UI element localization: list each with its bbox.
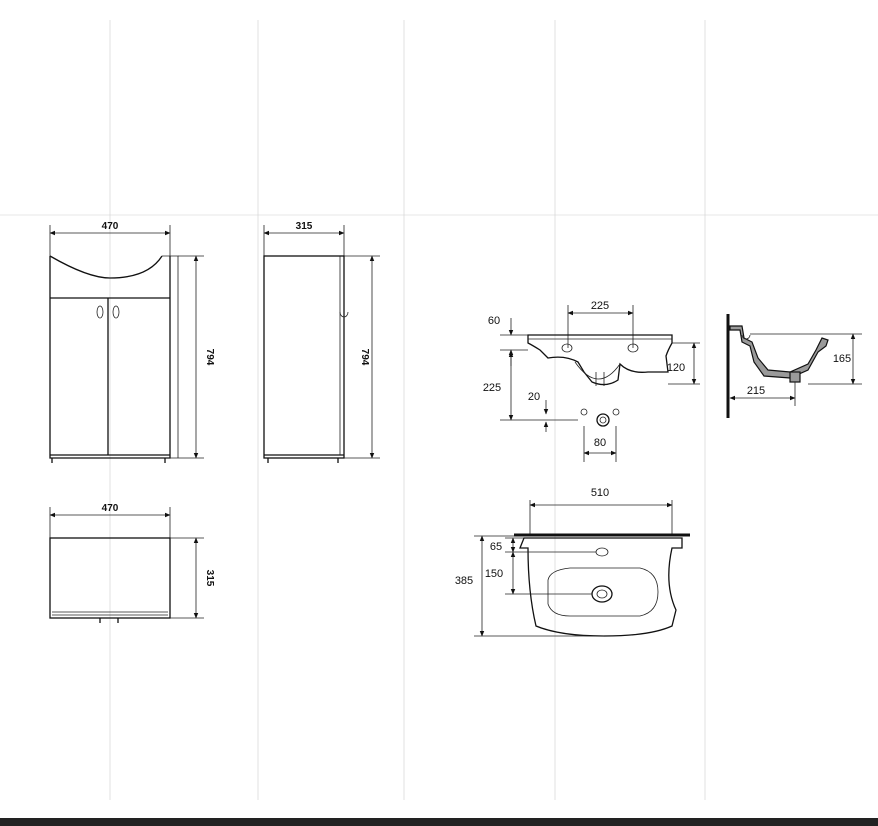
cabinet-front-width-label: 470: [102, 221, 119, 232]
cabinet-top-width-label: 470: [102, 503, 119, 514]
basin-top-tap-offset-label: 65: [490, 541, 502, 553]
basin-bowl-depth-label: 120: [667, 362, 685, 374]
basin-top-depth-label: 385: [455, 575, 473, 587]
cabinet-top-view: 470 315: [49, 503, 215, 623]
basin-top-drain-offset-label: 150: [485, 568, 503, 580]
basin-front-view: 225 60 120 225 20 8: [483, 300, 700, 462]
cabinet-top-depth-label: 315: [204, 570, 215, 587]
cabinet-front-height-label: 794: [204, 349, 215, 366]
basin-rim-label: 60: [488, 315, 500, 327]
basin-top-width-label: 510: [591, 487, 609, 499]
basin-top-view: 510 65 150 385: [455, 487, 690, 637]
basin-section-height-label: 165: [833, 353, 851, 365]
basin-section-depth-label: 215: [747, 385, 765, 397]
basin-drain-height-label: 225: [483, 382, 501, 394]
cabinet-front-view: 470 794: [49, 221, 215, 463]
cabinet-side-height-label: 794: [359, 349, 370, 366]
background-guides: [0, 20, 878, 800]
basin-section-view: 165 215: [726, 314, 862, 418]
basin-tap-spacing-label: 225: [591, 300, 609, 312]
basin-drain-spacing-label: 80: [594, 437, 606, 449]
cabinet-side-depth-label: 315: [296, 221, 313, 232]
basin-offset-label: 20: [528, 391, 540, 403]
cabinet-side-view: 315 794: [263, 221, 380, 463]
bottom-border: [0, 818, 878, 826]
